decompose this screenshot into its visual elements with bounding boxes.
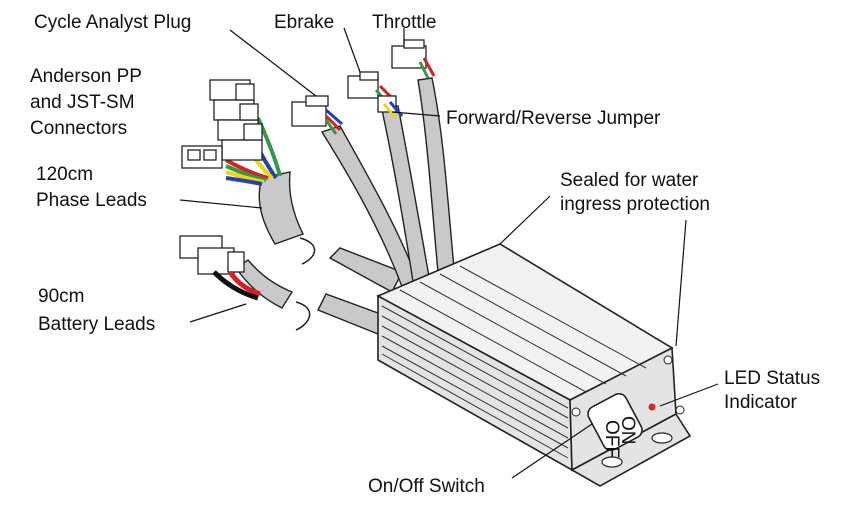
anderson-pp-connectors — [209, 79, 263, 161]
led-indicator — [648, 403, 656, 411]
label-anderson-line1: Anderson PP — [30, 66, 142, 87]
leader-lines — [179, 27, 719, 479]
label-led-line2: Indicator — [724, 392, 798, 413]
label-cycle-analyst-plug: Cycle Analyst Plug — [34, 12, 191, 33]
on-off-switch: ON OFF — [587, 392, 643, 458]
label-battery-line2: Battery Leads — [38, 314, 155, 335]
battery-lead-cable-end — [317, 293, 387, 335]
switch-on-text: ON — [617, 416, 638, 445]
label-phase-line1: 120cm — [36, 164, 93, 185]
battery-lead-cable — [235, 259, 294, 309]
label-battery-line1: 90cm — [38, 286, 84, 307]
switch-off-text: OFF — [601, 420, 622, 458]
battery-connector — [179, 235, 261, 301]
jst-sm-connector — [181, 145, 223, 169]
label-sealed-line2: ingress protection — [560, 194, 710, 215]
label-anderson-line2: and JST-SM — [30, 92, 135, 113]
label-phase-line2: Phase Leads — [36, 190, 147, 211]
throttle-plug — [391, 39, 436, 79]
cycle-analyst-plug — [291, 95, 343, 135]
label-forward-reverse-jumper: Forward/Reverse Jumper — [446, 108, 661, 129]
label-led-line1: LED Status — [724, 368, 820, 389]
label-anderson-line3: Connectors — [30, 118, 127, 139]
controller-box — [376, 243, 692, 487]
label-ebrake: Ebrake — [274, 12, 334, 33]
phase-lead-cable — [258, 171, 304, 245]
forward-reverse-jumper — [377, 95, 404, 119]
heatsink-ribs — [381, 265, 647, 459]
label-on-off-switch: On/Off Switch — [368, 476, 485, 497]
label-sealed-line1: Sealed for water — [560, 170, 699, 191]
label-throttle: Throttle — [372, 12, 436, 33]
